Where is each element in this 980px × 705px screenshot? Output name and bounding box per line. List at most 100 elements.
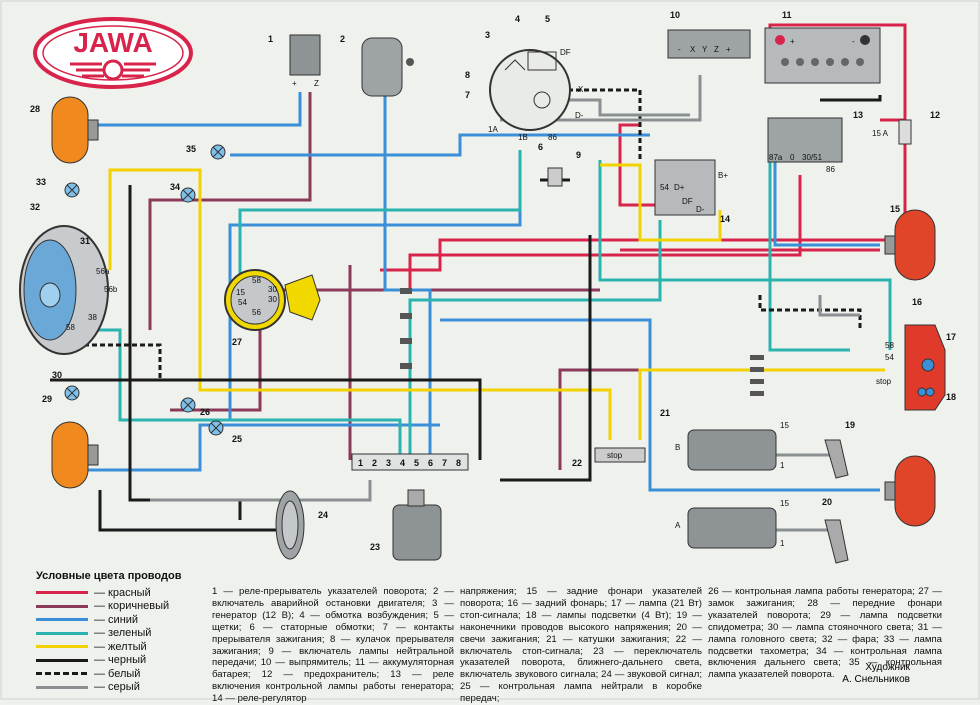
logo-text: JAWA — [73, 27, 152, 58]
lock-30b: 30 — [268, 295, 277, 304]
callout-6: 6 — [538, 142, 543, 152]
rectifier-plus: + — [726, 45, 731, 54]
wire-gray-3 — [818, 295, 860, 317]
tail-58: 58 — [885, 341, 894, 350]
wire-green-2 — [598, 160, 892, 350]
emergency-stop-switch — [361, 37, 414, 97]
wire-gray-2 — [500, 75, 702, 122]
wire-blue-26 — [228, 200, 522, 420]
legend-row: — коричневый — [36, 600, 206, 614]
terminal-1b: 1B — [518, 133, 528, 142]
description-col-1: 1 — реле-прерыватель указателей поворота… — [212, 586, 454, 705]
callout-25: 25 — [232, 434, 242, 444]
relay-0: 0 — [790, 153, 795, 162]
wire-green-4 — [768, 140, 850, 352]
wire-blue-35 — [230, 133, 650, 157]
legend-label: — желтый — [94, 640, 147, 653]
battery-minus: - — [852, 37, 855, 46]
headlight: 56a 56b 58 38 — [19, 225, 118, 355]
callout-15: 15 — [890, 204, 900, 214]
wire-gray-1 — [560, 98, 690, 117]
terminal-block: 1 2 3 4 5 6 7 8 — [351, 453, 469, 471]
fuse-rating: 15 A — [872, 129, 889, 138]
terminal-block-2: 2 — [372, 458, 377, 468]
front-indicator-bottom — [51, 421, 99, 489]
callout-9: 9 — [576, 150, 581, 160]
legend-row: — синий — [36, 613, 206, 627]
reg-b-plus: B+ — [718, 171, 728, 180]
ignition-lock: 58 15 30 30 54 56 — [224, 269, 321, 331]
legend-label: — синий — [94, 613, 139, 626]
lock-54: 54 — [238, 298, 247, 307]
callout-34: 34 — [170, 182, 180, 192]
wire-green-5 — [60, 328, 402, 460]
callout-35: 35 — [186, 144, 196, 154]
neutral-switch — [547, 167, 563, 187]
callout-13: 13 — [853, 110, 863, 120]
description-col-3: 26 — контрольная лампа работы генератора… — [708, 586, 942, 681]
lamp-29 — [64, 385, 80, 401]
rear-indicator-top — [884, 209, 936, 281]
lock-58: 58 — [252, 276, 261, 285]
legend-row: — зеленый — [36, 627, 206, 641]
reg-df: DF — [682, 197, 693, 206]
legend-label: — белый — [94, 667, 141, 680]
ignition-coil-b: B 15 1 — [675, 421, 789, 471]
callout-22: 22 — [572, 458, 582, 468]
callout-23: 23 — [370, 542, 380, 552]
callout-31: 31 — [80, 236, 90, 246]
coil-b-1: 1 — [780, 461, 785, 470]
callout-19: 19 — [845, 420, 855, 430]
legend-label: — красный — [94, 586, 151, 599]
wire-white-3 — [60, 343, 162, 380]
brake-light-switch: stop — [594, 447, 646, 463]
wire-green-1 — [238, 150, 522, 285]
terminal-block-8: 8 — [456, 458, 461, 468]
legend-label: — серый — [94, 681, 140, 694]
turn-signal-relay: + Z — [289, 34, 321, 88]
callout-1: 1 — [268, 34, 273, 44]
wire-red-relay — [408, 175, 802, 290]
callout-27: 27 — [232, 337, 242, 347]
relay-86: 86 — [826, 165, 835, 174]
callout-30: 30 — [52, 370, 62, 380]
rectifier-x: X — [690, 45, 696, 54]
terminal-plus: + — [292, 79, 297, 88]
headlight-56a: 56a — [96, 267, 110, 276]
legend-swatch — [36, 645, 88, 649]
wire-black-4 — [98, 490, 280, 532]
callout-2: 2 — [340, 34, 345, 44]
legend-row: — серый — [36, 681, 206, 695]
terminal-block-5: 5 — [414, 458, 419, 468]
terminal-x: X — [578, 85, 584, 94]
fuse: 15 A — [872, 119, 912, 145]
horn — [275, 490, 305, 560]
legend-rows: — красный— коричневый— синий— зеленый— ж… — [36, 586, 206, 694]
wire-yellow-2 — [600, 163, 722, 242]
headlight-56b: 56b — [104, 285, 118, 294]
front-indicator-top — [51, 96, 99, 164]
legend-label: — черный — [94, 654, 147, 667]
headlight-58: 58 — [66, 323, 75, 332]
ignition-coil-a: A 15 1 — [675, 499, 789, 549]
coil-a-15: 15 — [780, 499, 789, 508]
voltage-regulator: B+ 54 D+ DF D- — [654, 159, 728, 216]
callout-29: 29 — [42, 394, 52, 404]
lamp-25 — [208, 420, 224, 436]
callout-5: 5 — [545, 14, 550, 24]
legend-row: — белый — [36, 667, 206, 681]
wire-yellow-3 — [638, 368, 885, 440]
terminal-block-7: 7 — [442, 458, 447, 468]
jawa-logo: JAWA — [33, 17, 193, 89]
wire-color-legend: Условные цвета проводов — красный— корич… — [36, 570, 206, 694]
wire-yellow-1 — [108, 168, 612, 440]
stop-switch-label: stop — [607, 451, 623, 460]
legend-swatch — [36, 604, 88, 608]
wire-black-3 — [50, 378, 482, 460]
lamp-33 — [64, 182, 80, 198]
callout-20: 20 — [822, 497, 832, 507]
terminal-block-1: 1 — [358, 458, 363, 468]
lock-30a: 30 — [268, 285, 277, 294]
